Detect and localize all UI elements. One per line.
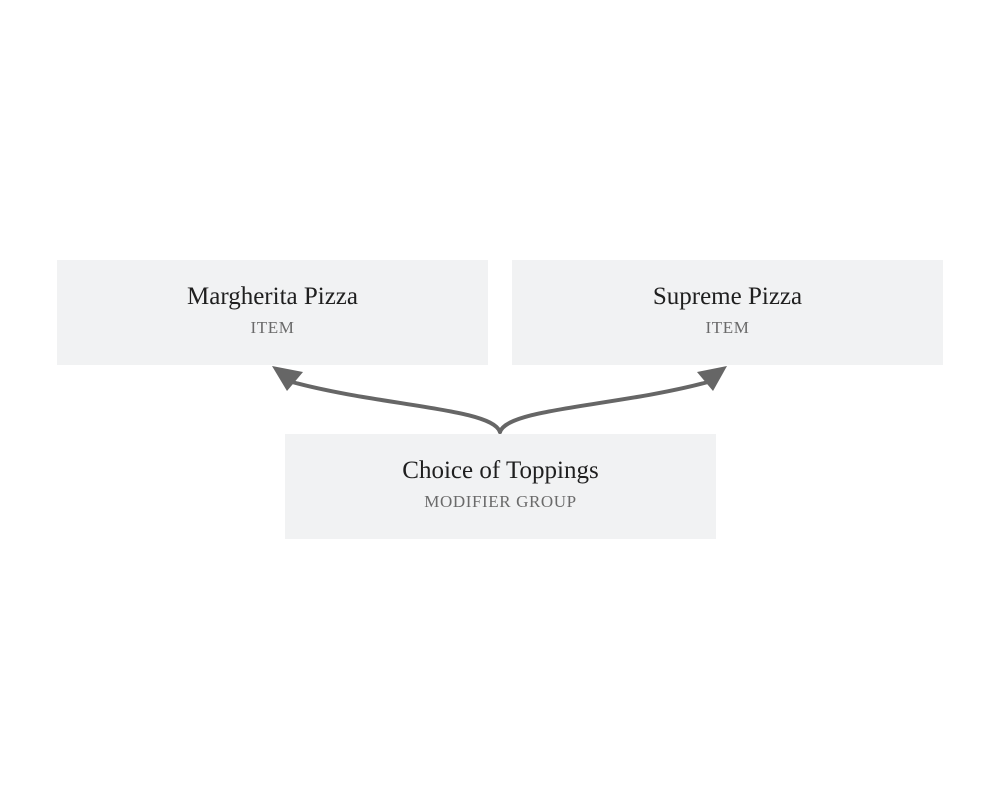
node-type-label: ITEM bbox=[250, 317, 295, 337]
arrowhead-margherita-icon bbox=[272, 366, 303, 391]
node-title: Margherita Pizza bbox=[187, 283, 358, 311]
node-margherita-pizza[interactable]: Margherita Pizza ITEM bbox=[57, 260, 488, 365]
edge-toppings-to-supreme bbox=[498, 380, 710, 434]
node-title: Choice of Toppings bbox=[402, 457, 599, 485]
node-type-label: ITEM bbox=[705, 317, 750, 337]
node-type-label: MODIFIER GROUP bbox=[424, 491, 577, 511]
node-supreme-pizza[interactable]: Supreme Pizza ITEM bbox=[512, 260, 943, 365]
node-title: Supreme Pizza bbox=[652, 283, 803, 311]
edge-toppings-to-margherita bbox=[290, 380, 502, 434]
node-choice-of-toppings[interactable]: Choice of Toppings MODIFIER GROUP bbox=[285, 434, 716, 539]
arrowhead-supreme-icon bbox=[697, 366, 727, 391]
